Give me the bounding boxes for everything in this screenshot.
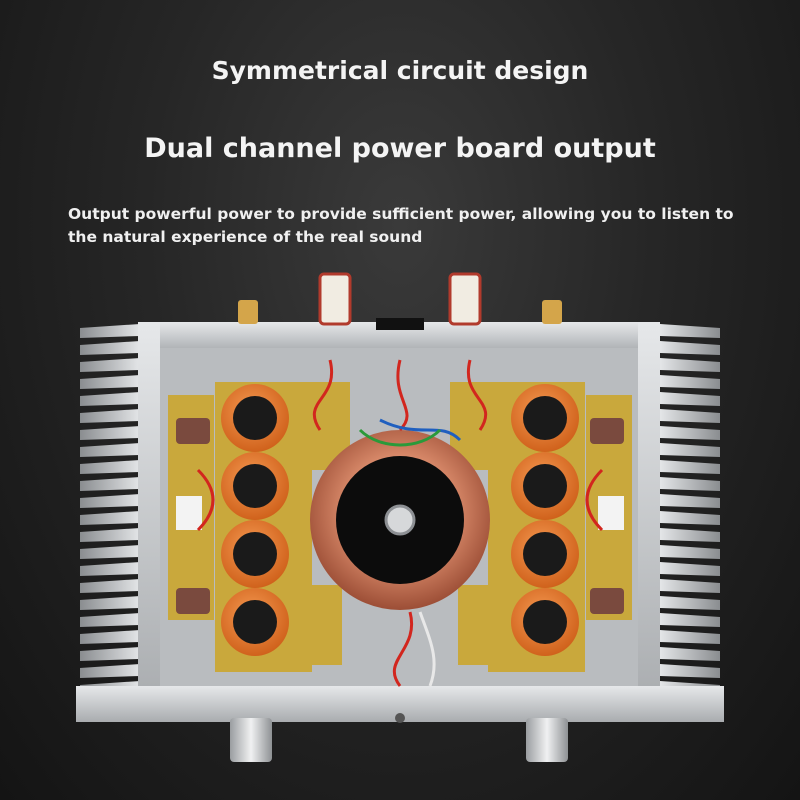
heatsink-fin <box>80 528 140 542</box>
heatsink-fin <box>80 494 140 508</box>
capacitor-top <box>233 600 277 644</box>
heatsink-fin <box>80 341 140 355</box>
right-lower-board <box>458 585 508 665</box>
heatsink-fin <box>80 630 140 644</box>
heatsink-fin <box>80 545 140 559</box>
heatsink-fin <box>660 375 720 389</box>
description-text: Output powerful power to provide suffici… <box>68 205 734 246</box>
heatsink-fin <box>660 358 720 372</box>
heatsink-fin <box>80 579 140 593</box>
heatsink-fin <box>660 511 720 525</box>
wiring <box>196 359 604 687</box>
headline-secondary: Dual channel power board output <box>144 133 656 164</box>
heatsink-fin <box>660 341 720 355</box>
heatsink-fin <box>80 392 140 406</box>
heatsink-fin <box>660 528 720 542</box>
heatsink-fin <box>660 443 720 457</box>
capacitor-top <box>233 532 277 576</box>
headline-primary: Symmetrical circuit design <box>211 56 589 85</box>
heatsink-fin <box>80 426 140 440</box>
chassis-left-rail <box>138 322 160 706</box>
heatsink-fin <box>80 613 140 627</box>
capacitor-top <box>523 464 567 508</box>
capacitor-top <box>523 532 567 576</box>
small-capacitors <box>176 418 624 614</box>
heatsink-fin <box>660 579 720 593</box>
heatsink-fin <box>660 392 720 406</box>
left-heatsink <box>80 324 140 695</box>
right-volume-knob <box>526 718 568 762</box>
capacitor-top <box>523 600 567 644</box>
heatsink-fin <box>660 562 720 576</box>
heatsink-fin <box>660 596 720 610</box>
heatsink-fin <box>660 613 720 627</box>
capacitor-banks <box>221 384 579 656</box>
heatsink-fin <box>660 664 720 678</box>
heatsink-fin <box>660 630 720 644</box>
capacitor-top <box>233 464 277 508</box>
heatsink-fin <box>660 426 720 440</box>
heatsink-fin <box>80 443 140 457</box>
rear-connectors <box>238 272 562 330</box>
heatsink-fin <box>660 647 720 661</box>
amplifier-photo <box>76 272 724 762</box>
left-volume-knob <box>230 718 272 762</box>
heatsink-fin <box>80 409 140 423</box>
left-lower-board <box>292 585 342 665</box>
toroidal-transformer <box>310 430 490 610</box>
front-led <box>395 713 405 723</box>
heatsink-fin <box>660 409 720 423</box>
heatsink-fin <box>80 596 140 610</box>
heatsink-fin <box>80 358 140 372</box>
heatsink-fin <box>660 324 720 338</box>
heatsink-fin <box>80 647 140 661</box>
heatsink-fin <box>660 494 720 508</box>
heatsink-fin <box>660 477 720 491</box>
heatsink-fin <box>660 545 720 559</box>
capacitor-top <box>523 396 567 440</box>
capacitor-top <box>233 396 277 440</box>
heatsink-fin <box>660 460 720 474</box>
heatsink-fin <box>80 324 140 338</box>
right-heatsink <box>660 324 720 695</box>
heatsink-fin <box>80 460 140 474</box>
heatsink-fin <box>80 477 140 491</box>
heatsink-fin <box>80 375 140 389</box>
chassis-right-rail <box>638 322 660 706</box>
heatsink-fin <box>80 664 140 678</box>
heatsink-fin <box>80 562 140 576</box>
heatsink-fin <box>80 511 140 525</box>
